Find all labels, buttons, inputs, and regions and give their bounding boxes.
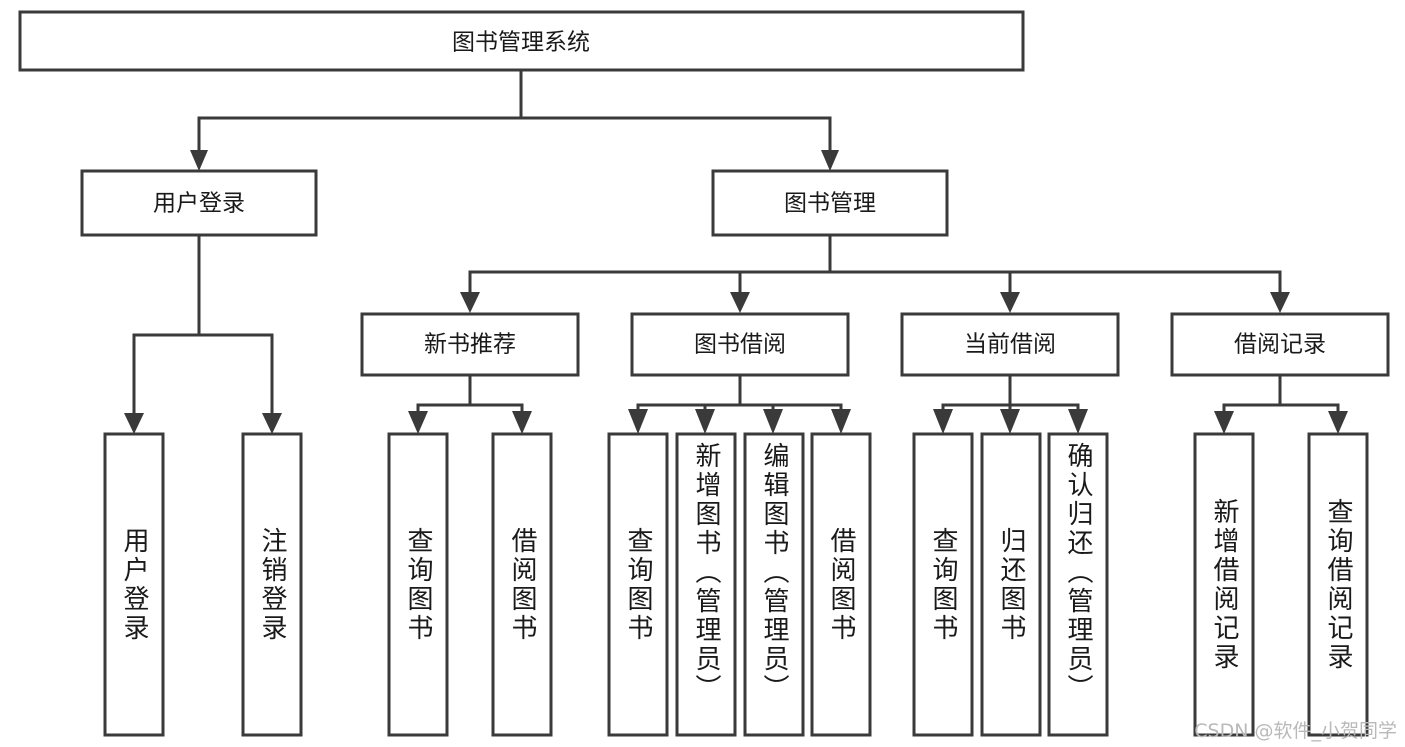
node-root-box[interactable] — [18, 10, 1025, 72]
node-current-borrow-box[interactable] — [900, 312, 1120, 377]
node-user-login[interactable]: 用户登录 — [80, 169, 318, 237]
leaf-box-confirm-return[interactable] — [1047, 432, 1109, 737]
node-borrow-record[interactable]: 借阅记录 — [1170, 312, 1390, 377]
arrow-head-leaf-add-book — [695, 409, 715, 434]
node-book-management[interactable]: 图书管理 — [711, 169, 949, 237]
arrow-head-leaf-add-record — [1214, 411, 1234, 434]
node-book-management-label: 图书管理 — [784, 191, 876, 217]
arrow-head-leaf-return-book — [1000, 409, 1020, 434]
leaf-box-query-book-2[interactable] — [607, 432, 669, 737]
node-user-login-label: 用户登录 — [153, 191, 245, 217]
arrow-head-leaf-borrow-book-1 — [512, 411, 532, 434]
arrow-head-book-management — [821, 150, 839, 171]
node-user-login-box[interactable] — [80, 169, 318, 237]
arrow-head-current-borrow — [1000, 292, 1020, 313]
leaf-box-user-login[interactable] — [103, 432, 165, 737]
arrow-head-leaf-query-book-3 — [933, 409, 953, 434]
node-book-borrow[interactable]: 图书借阅 — [630, 312, 850, 377]
node-root[interactable]: 图书管理系统 — [18, 10, 1025, 72]
node-root-label: 图书管理系统 — [452, 30, 590, 56]
node-book-management-box[interactable] — [711, 169, 949, 237]
node-new-book-recommend-label: 新书推荐 — [424, 332, 516, 358]
arrow-head-leaf-edit-book — [763, 409, 783, 434]
leaf-box-add-book[interactable] — [675, 432, 737, 737]
leaf-box-query-book-3[interactable] — [912, 432, 974, 737]
csdn-watermark: CSDN @软件_小贺同学 — [1194, 720, 1397, 742]
arrow-head-leaf-query-book-1 — [408, 411, 428, 434]
arrow-head-leaf-borrow-book-2 — [831, 409, 851, 434]
leaf-box-add-record[interactable] — [1193, 432, 1255, 737]
leaf-box-borrow-book-1[interactable] — [491, 432, 553, 737]
arrow-head-user-login — [190, 150, 208, 171]
node-borrow-record-label: 借阅记录 — [1234, 332, 1326, 358]
node-new-book-recommend-box[interactable] — [360, 312, 580, 377]
node-current-borrow-label: 当前借阅 — [964, 332, 1056, 358]
node-new-book-recommend[interactable]: 新书推荐 — [360, 312, 580, 377]
arrow-head-new-book-recommend — [460, 292, 480, 313]
node-book-borrow-label: 图书借阅 — [694, 332, 786, 358]
arrow-head-leaf-query-book-2 — [628, 409, 648, 434]
arrow-head-leaf-user-login — [124, 413, 144, 434]
connector-group — [124, 68, 1348, 434]
node-book-borrow-box[interactable] — [630, 312, 850, 377]
leaf-box-return-book[interactable] — [980, 432, 1042, 737]
arrow-head-leaf-confirm-return — [1068, 409, 1088, 434]
arrow-head-borrow-record — [1270, 292, 1290, 313]
leaf-box-query-book-1[interactable] — [387, 432, 449, 737]
leaf-box-borrow-book-2[interactable] — [810, 432, 872, 737]
node-current-borrow[interactable]: 当前借阅 — [900, 312, 1120, 377]
leaf-box-edit-book[interactable] — [743, 432, 805, 737]
leaf-box-group — [103, 432, 1369, 737]
leaf-box-logout-login[interactable] — [241, 432, 303, 737]
arrow-head-leaf-logout-login — [262, 413, 282, 434]
leaf-box-query-record[interactable] — [1307, 432, 1369, 737]
node-borrow-record-box[interactable] — [1170, 312, 1390, 377]
arrow-head-leaf-query-record — [1328, 411, 1348, 434]
arrow-head-book-borrow — [730, 292, 750, 313]
